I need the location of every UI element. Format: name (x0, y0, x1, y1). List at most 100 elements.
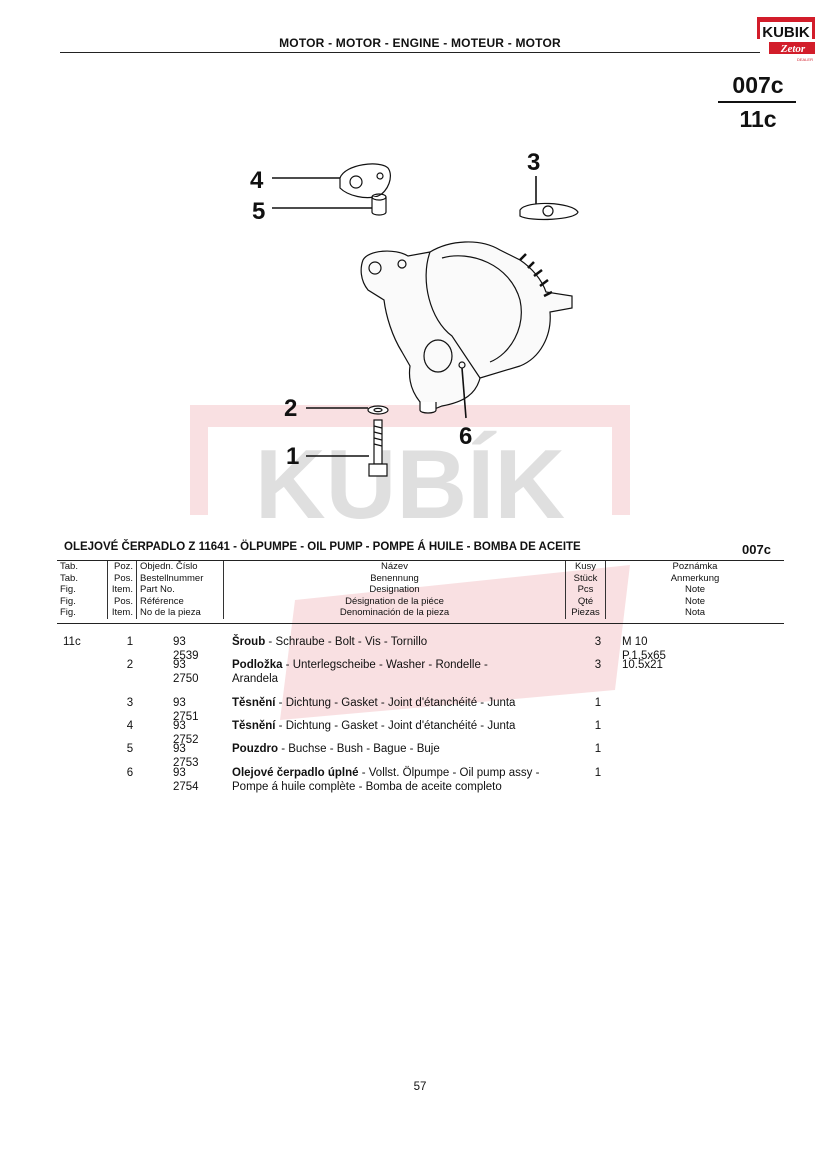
row-desc-rest: - Unterlegscheibe - Washer - Rondelle - … (232, 659, 488, 685)
row-desc-rest: - Schraube - Bolt - Vis - Tornillo (265, 636, 428, 648)
page-header-title: MOTOR - MOTOR - ENGINE - MOTEUR - MOTOR (279, 36, 561, 50)
row-desc-bold: Pouzdro (232, 743, 278, 755)
row-tab: 11c (63, 636, 81, 648)
page-number: 57 (413, 1081, 427, 1093)
section-title: OLEJOVÉ ČERPADLO Z 11641 - ÖLPUMPE - OIL… (64, 541, 581, 553)
row-note: 10.5x21 (622, 659, 663, 671)
gasket-3-shape (519, 202, 579, 221)
pump-body-shape (360, 241, 573, 411)
col-tab-fr: Fig. (60, 595, 76, 607)
callout-3: 3 (527, 149, 540, 176)
col-tab-de: Tab. (60, 572, 78, 584)
table-number: 11c (739, 106, 777, 132)
callout-2: 2 (284, 395, 297, 422)
col-pos: Poz.Pos.Item.Pos.Item. (107, 561, 137, 619)
row-part-number: 93 2750 (173, 659, 199, 685)
col-num-fr: Référence (140, 595, 184, 607)
parts-table-header: Tab.Tab.Fig.Fig.Fig. Poz.Pos.Item.Pos.It… (57, 561, 784, 619)
kubik-logo: KUBIK Zetor DEALER (757, 17, 815, 62)
col-note-fr: Note (684, 595, 706, 607)
col-pos-cs: Poz. (113, 561, 133, 572)
row-qty: 1 (594, 743, 602, 755)
col-name-fr: Désignation de la piéce (345, 595, 444, 607)
col-name-en: Designation (369, 584, 420, 595)
col-pos-de: Pos. (113, 572, 133, 584)
header-bottom-divider (57, 623, 784, 624)
row-pos: 2 (126, 659, 134, 671)
row-part-number: 93 2539 (173, 636, 199, 662)
logo-brand: KUBIK (762, 24, 810, 41)
callout-5: 5 (252, 198, 265, 225)
row-part-number: 93 2752 (173, 720, 199, 746)
row-desc-rest: - Vollst. Ölpumpe - Oil pump assy - Pomp… (232, 767, 540, 793)
row-desc-bold: Podložka (232, 659, 283, 671)
figure-number-divider (718, 101, 796, 103)
row-qty: 1 (594, 720, 602, 732)
row-description: Těsnění - Dichtung - Gasket - Joint d'ét… (232, 696, 582, 710)
col-name-cs: Název (381, 561, 408, 572)
bush-5-shape (371, 197, 387, 216)
figure-number: 007c (732, 72, 784, 98)
col-name-es: Denominación de la pieza (339, 607, 450, 618)
header-row: Tab.Tab.Fig.Fig.Fig. Poz.Pos.Item.Pos.It… (57, 561, 784, 619)
oil-pump-diagram: 4 5 3 2 1 6 (250, 149, 579, 477)
row-desc-rest: - Buchse - Bush - Bague - Buje (278, 743, 440, 755)
row-desc-bold: Olejové čerpadlo úplné (232, 767, 359, 779)
col-note-de: Anmerkung (670, 572, 720, 584)
col-note-en: Note (684, 584, 706, 595)
row-description: Pouzdro - Buchse - Bush - Bague - Buje (232, 742, 562, 756)
row-pos: 6 (126, 767, 134, 779)
row-pos: 3 (126, 697, 134, 709)
col-qty-cs: Kusy (574, 561, 597, 572)
logo-sub: Zetor (780, 43, 806, 55)
row-note: M 10 P.1.5x65 (622, 636, 666, 662)
logo-sub2: DEALER (797, 57, 813, 62)
row-part-number: 93 2751 (173, 697, 199, 723)
row-pos: 5 (126, 743, 134, 755)
washer-2-shape (367, 405, 389, 415)
row-desc-bold: Těsnění (232, 697, 276, 709)
row-qty: 3 (594, 659, 602, 671)
callout-6: 6 (459, 423, 472, 450)
section-code: 007c (742, 542, 771, 557)
col-num-de: Bestellnummer (140, 572, 204, 584)
callout-1: 1 (286, 443, 299, 470)
col-name-de: Benennung (370, 572, 419, 584)
col-qty-fr: Qté (577, 595, 594, 607)
col-pos-es: Item. (111, 607, 133, 618)
col-qty-es: Piezas (571, 607, 600, 618)
row-qty: 1 (594, 767, 602, 779)
row-description: Těsnění - Dichtung - Gasket - Joint d'ét… (232, 719, 582, 733)
watermark-text: KUBÍK (255, 429, 565, 539)
col-tab-en: Fig. (60, 584, 76, 595)
row-part-number: 93 2754 (173, 767, 199, 793)
row-qty: 1 (594, 697, 602, 709)
row-desc-rest: - Dichtung - Gasket - Joint d'étanchéité… (275, 697, 516, 709)
row-qty: 3 (594, 636, 602, 648)
col-qty-de: Stück (573, 572, 598, 584)
header-divider (60, 52, 760, 53)
section-divider (57, 560, 784, 561)
col-tab: Tab.Tab.Fig.Fig.Fig. (57, 561, 108, 619)
row-pos: 1 (126, 636, 134, 648)
col-num-cs: Objedn. Číslo (140, 561, 198, 572)
col-pos-fr: Pos. (113, 595, 133, 607)
col-pos-en: Item. (111, 584, 133, 595)
row-desc-bold: Šroub (232, 636, 266, 648)
gasket-4-shape (339, 163, 391, 199)
row-description: Šroub - Schraube - Bolt - Vis - Tornillo (232, 635, 562, 649)
row-description: Podložka - Unterlegscheibe - Washer - Ro… (232, 658, 532, 686)
row-description: Olejové čerpadlo úplné - Vollst. Ölpumpe… (232, 766, 550, 794)
row-desc-bold: Těsnění (232, 720, 276, 732)
col-num-es: No de la pieza (140, 607, 201, 618)
row-part-number: 93 2753 (173, 743, 199, 769)
col-tab-cs: Tab. (60, 561, 78, 572)
col-num-en: Part No. (140, 584, 175, 595)
col-note-es: Nota (684, 607, 706, 618)
callout-4: 4 (250, 167, 264, 194)
col-note-cs: Poznámka (672, 561, 718, 572)
